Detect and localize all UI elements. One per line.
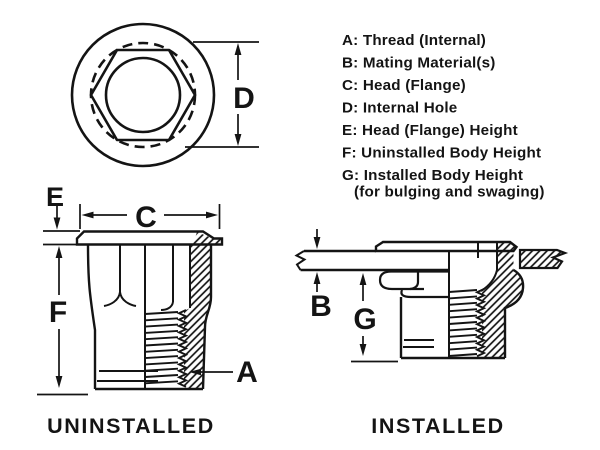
bottom-rim-lines <box>403 339 434 348</box>
arrow-down-icon <box>55 376 63 388</box>
arrow-up-icon <box>313 272 321 284</box>
caption-installed: INSTALLED <box>371 414 504 438</box>
arrow-left-icon <box>81 211 94 219</box>
legend-item-e: E: Head (Flange) Height <box>342 122 518 139</box>
hex-flat-lines <box>103 244 174 311</box>
mating-plate-right-hatched <box>518 248 569 270</box>
hex-body-outline <box>89 48 197 142</box>
dim-label-g: G <box>353 303 376 336</box>
legend: A: Thread (Internal) B: Mating Material(… <box>342 32 545 201</box>
dim-label-c: C <box>135 201 157 234</box>
legend-item-g-continuation: (for bulging and swaging) <box>354 184 545 201</box>
legend-item-b: B: Mating Material(s) <box>342 55 496 72</box>
dimension-f <box>37 246 88 396</box>
installed-view-diagram: B G <box>294 229 569 363</box>
dimension-d <box>185 41 259 148</box>
legend-item-g: G: Installed Body Height <box>342 167 523 184</box>
legend-item-a: A: Thread (Internal) <box>342 32 486 49</box>
dimension-c <box>79 204 221 229</box>
arrow-down-icon <box>234 134 242 146</box>
flange-outline <box>75 230 224 246</box>
thread-lines <box>144 309 189 388</box>
arrow-down-icon <box>53 217 61 230</box>
dim-label-e: E <box>46 182 64 212</box>
arrow-right-icon <box>206 211 218 219</box>
legend-item-d: D: Internal Hole <box>342 100 457 117</box>
bulge-wall-hatch <box>482 270 524 358</box>
flange-neck-hatch <box>497 242 517 270</box>
thread-crest-zigzag <box>474 288 487 358</box>
thread-crest-zigzag <box>176 309 189 388</box>
bulge-wall-outline <box>503 268 525 358</box>
arrow-down-icon <box>359 344 367 356</box>
legend-item-c: C: Head (Flange) <box>342 77 466 94</box>
dim-label-d: D <box>233 82 255 115</box>
top-view-diagram: D <box>70 22 259 168</box>
legend-item-f: F: Uninstalled Body Height <box>342 145 541 162</box>
body-right-outline <box>201 245 213 390</box>
dim-label-a: A <box>236 356 258 389</box>
bottom-rim-lines <box>97 370 158 382</box>
arrow-down-icon <box>313 237 321 249</box>
flange-outline <box>374 240 519 253</box>
dimension-b <box>313 229 321 292</box>
bulge-lobes <box>378 270 450 299</box>
arrow-left-icon <box>189 368 201 376</box>
callout-a <box>189 368 233 376</box>
dim-label-b: B <box>310 290 332 323</box>
flange-outline-circle <box>70 22 216 168</box>
plate-break-line <box>294 250 307 271</box>
uninstalled-view-diagram: C E F A <box>37 182 258 396</box>
arrow-up-icon <box>55 246 63 258</box>
body-left-outline <box>86 244 97 389</box>
caption-uninstalled: UNINSTALLED <box>47 414 215 438</box>
mating-plate-left <box>294 249 450 272</box>
flange-section-hatch <box>193 232 221 244</box>
dim-label-f: F <box>49 296 67 329</box>
thread-lines <box>448 288 487 358</box>
internal-hole-circle <box>104 56 182 134</box>
arrow-up-icon <box>234 43 242 55</box>
dimension-g <box>351 273 398 363</box>
arrow-up-icon <box>359 273 367 285</box>
dimension-e <box>43 204 80 246</box>
